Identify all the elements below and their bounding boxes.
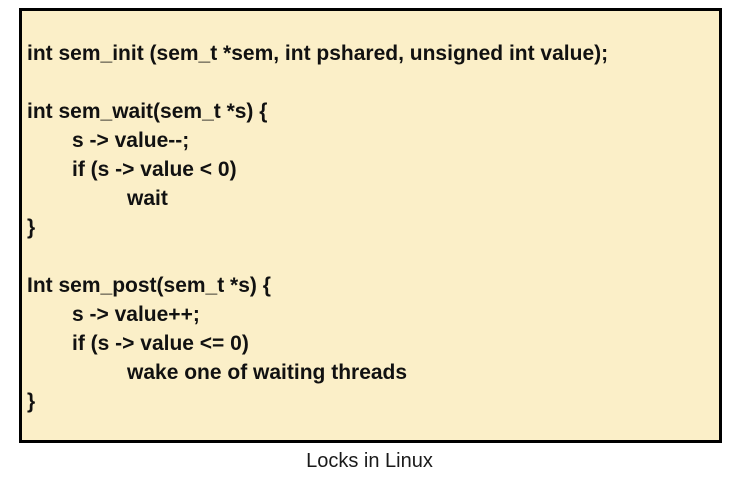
- code-line: Int sem_post(sem_t *s) {: [27, 274, 271, 297]
- code-line-blank: [27, 242, 713, 271]
- code-line: s -> value++;: [72, 303, 200, 326]
- code-line: if (s -> value <= 0): [72, 332, 249, 355]
- code-line: if (s -> value < 0): [72, 158, 237, 181]
- code-box: int sem_init (sem_t *sem, int pshared, u…: [19, 8, 722, 443]
- figure-caption: Locks in Linux: [306, 450, 433, 472]
- code-line: wake one of waiting threads: [127, 361, 408, 384]
- code-line: }: [27, 390, 36, 413]
- code-line: s -> value--;: [72, 129, 190, 152]
- code-line: wait: [127, 187, 168, 210]
- code-line: int sem_wait(sem_t *s) {: [27, 100, 268, 123]
- code-line: }: [27, 216, 36, 239]
- code-line-blank: [27, 68, 713, 97]
- code-line: int sem_init (sem_t *sem, int pshared, u…: [27, 42, 609, 65]
